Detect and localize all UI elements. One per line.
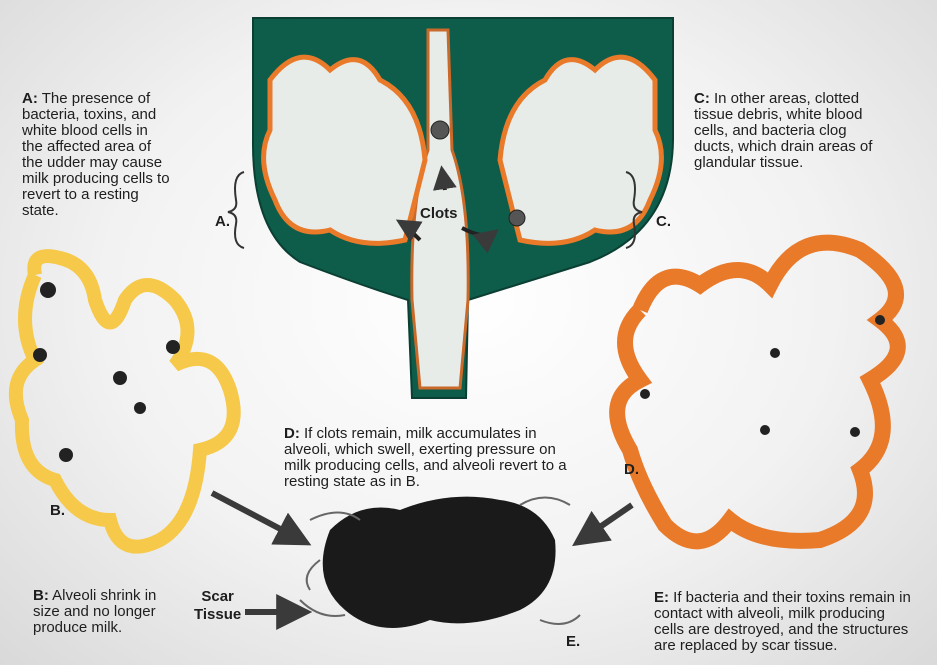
note-e-text: If bacteria and their toxins remain in c…: [654, 589, 911, 654]
clot-top: [431, 121, 449, 139]
note-a-text: The presence of bacteria, toxins, and wh…: [22, 90, 170, 219]
note-a-key: A:: [22, 90, 38, 107]
alveoli-orange-dots: [640, 315, 885, 437]
alveoli-yellow-dots: [33, 282, 180, 462]
scar-label-line1: Scar: [194, 588, 241, 606]
note-d-key: D:: [284, 425, 300, 442]
note-e: E: If bacteria and their toxins remain i…: [654, 590, 914, 654]
marker-b: B.: [50, 502, 65, 519]
arrow-d-to-e: [578, 505, 632, 542]
marker-a: A.: [215, 213, 230, 230]
note-d-text: If clots remain, milk accumulates in alv…: [284, 425, 567, 490]
clots-label: Clots: [420, 205, 458, 222]
note-b: B: Alveoli shrink in size and no longer …: [33, 588, 183, 636]
alveoli-orange: [617, 243, 898, 542]
note-c-text: In other areas, clotted tissue debris, w…: [694, 90, 872, 171]
clot-right: [509, 210, 525, 226]
alveoli-yellow: [16, 256, 234, 547]
note-c-key: C:: [694, 90, 710, 107]
scar-tissue: [323, 497, 556, 628]
note-e-key: E:: [654, 589, 669, 606]
scar-tissue-label: Scar Tissue: [194, 588, 241, 624]
note-a: A: The presence of bacteria, toxins, and…: [22, 91, 172, 219]
arrow-b-to-e: [212, 493, 305, 542]
udder-section: [253, 18, 673, 398]
marker-e: E.: [566, 633, 580, 650]
note-b-key: B:: [33, 587, 49, 604]
note-b-text: Alveoli shrink in size and no longer pro…: [33, 587, 156, 636]
marker-d: D.: [624, 461, 639, 478]
marker-c: C.: [656, 213, 671, 230]
note-c: C: In other areas, clotted tissue debris…: [694, 91, 874, 171]
note-d: D: If clots remain, milk accumulates in …: [284, 426, 584, 490]
scar-label-line2: Tissue: [194, 606, 241, 624]
brace-a: [228, 172, 244, 248]
